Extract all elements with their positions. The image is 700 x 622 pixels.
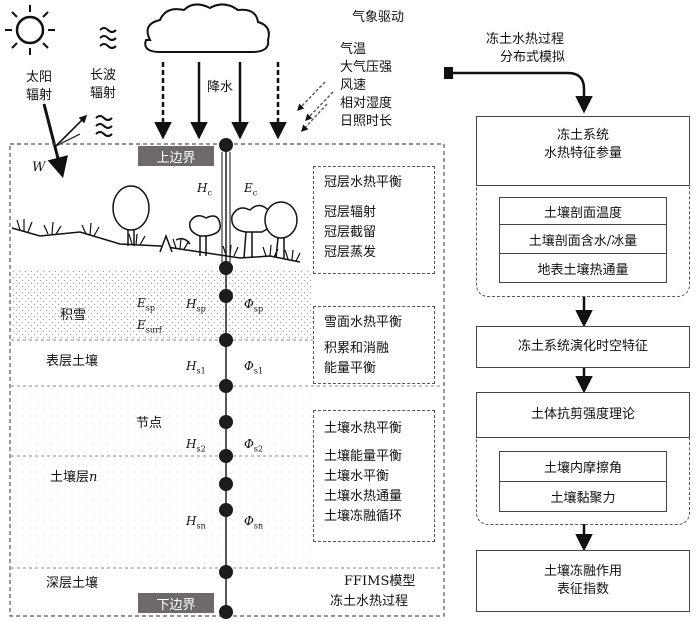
snow-accumulation-melt: 积累和消融 <box>324 341 390 356</box>
flow-start-line1: 冻土水热过程 <box>486 32 565 47</box>
soil-energy-balance: 土壤能量平衡 <box>324 449 403 464</box>
symbol-Phisn: Φsn <box>244 514 264 531</box>
flow-box-freeze-thaw-index: 土壤冻融作用表征指数 <box>476 550 690 612</box>
precipitation-label: 降水 <box>207 80 234 95</box>
canopy-evaporation: 冠层蒸发 <box>324 245 377 260</box>
longwave-label-1: 长波 <box>90 68 117 83</box>
flow-item-ground-heat-flux: 地表土壤热通量 <box>499 253 667 283</box>
layer-snow-label: 积雪 <box>60 308 87 323</box>
driver-sunshine-duration: 日照时长 <box>340 114 393 129</box>
symbol-Esurf: Esurf <box>137 318 162 335</box>
solar-label-1: 太阳 <box>26 70 53 85</box>
symbol-Hc: Hc <box>197 181 212 198</box>
soil-water-balance: 土壤水平衡 <box>324 469 390 484</box>
precipitation-arrows <box>154 62 287 140</box>
flow-box4-line2: 表征指数 <box>556 582 609 597</box>
snow-energy-balance: 能量平衡 <box>324 361 377 376</box>
symbol-Phis2: Φs2 <box>244 437 264 454</box>
symbol-Hs2: Hs2 <box>186 437 206 454</box>
wind-arrows <box>297 81 334 133</box>
model-name: FFIMS模型 <box>344 574 416 589</box>
flux-column <box>221 145 231 612</box>
solar-radiation-arrows <box>42 103 88 179</box>
symbol-Hsp: Hsp <box>186 297 206 314</box>
snow-panel: 雪面水热平衡 积累和消融 能量平衡 <box>313 306 435 384</box>
drivers-title: 气象驱动 <box>352 10 405 25</box>
soil-panel-title: 土壤水热平衡 <box>324 421 403 436</box>
symbol-Esp: Esp <box>137 296 155 313</box>
upper-boundary: 上边界 <box>138 146 214 166</box>
flow-box1-title-2: 水热特征参量 <box>543 145 622 161</box>
soil-layer-shading <box>11 386 311 568</box>
longwave-icon <box>95 27 117 137</box>
flow-box-shear-strength: 土体抗剪强度理论 <box>476 392 690 438</box>
canopy-panel-title: 冠层水热平衡 <box>324 175 403 190</box>
flow-box4-line1: 土壤冻融作用 <box>543 564 622 580</box>
vegetation <box>11 185 311 270</box>
lower-boundary: 下边界 <box>138 593 214 613</box>
canopy-interception: 冠层截留 <box>324 225 377 240</box>
layer-node-label: 节点 <box>136 416 163 431</box>
flow-box3-group <box>476 437 690 525</box>
symbol-Ec: Ec <box>244 181 258 198</box>
canopy-radiation: 冠层辐射 <box>324 205 377 220</box>
driver-air-temperature: 气温 <box>340 42 367 57</box>
flow-item-soil-temperature: 土壤剖面温度 <box>499 197 667 225</box>
cloud-icon <box>144 3 270 53</box>
flow-box-spatiotemporal: 冻土系统演化时空特征 <box>476 326 690 368</box>
flow-arrows <box>444 67 593 552</box>
sun-icon <box>5 5 55 55</box>
soil-freeze-thaw: 土壤冻融循环 <box>324 509 403 524</box>
layer-soil-n-label: 土壤层n <box>50 470 98 485</box>
canopy-panel: 冠层水热平衡 冠层辐射 冠层截留 冠层蒸发 <box>313 166 435 274</box>
snow-panel-title: 雪面水热平衡 <box>324 315 403 330</box>
layer-deep-soil-label: 深层土壤 <box>46 576 99 591</box>
flow-box-characteristics: 冻土系统水热特征参量 <box>476 116 690 186</box>
flow-item-cohesion: 土壤黏聚力 <box>499 481 667 512</box>
longwave-label-2: 辐射 <box>90 86 117 101</box>
driver-air-pressure: 大气压强 <box>340 60 393 75</box>
wind-symbol: W <box>32 160 46 175</box>
soil-heat-water-flux: 土壤水热通量 <box>324 489 403 504</box>
symbol-Phisp: Φsp <box>244 297 264 314</box>
symbol-Phis1: Φs1 <box>244 359 264 376</box>
flow-item-internal-friction: 土壤内摩擦角 <box>499 451 667 482</box>
flow-start-line2: 分布式模拟 <box>500 50 566 65</box>
symbol-Hsn: Hsn <box>186 514 206 531</box>
soil-panel: 土壤水热平衡 土壤能量平衡 土壤水平衡 土壤水热通量 土壤冻融循环 <box>313 410 435 542</box>
driver-wind-speed: 风速 <box>340 78 367 93</box>
snow-layer <box>11 263 311 340</box>
model-subtitle: 冻土水热过程 <box>330 594 409 609</box>
layer-surface-soil-label: 表层土壤 <box>46 354 99 369</box>
flow-box1-group <box>476 185 690 297</box>
node-markers <box>219 138 233 619</box>
flow-box1-title-1: 冻土系统 <box>556 128 609 143</box>
solar-label-2: 辐射 <box>26 88 53 103</box>
flow-item-soil-water-ice: 土壤剖面含水/冰量 <box>499 224 667 254</box>
symbol-Hs1: Hs1 <box>186 359 206 376</box>
driver-relative-humidity: 相对湿度 <box>340 96 393 111</box>
